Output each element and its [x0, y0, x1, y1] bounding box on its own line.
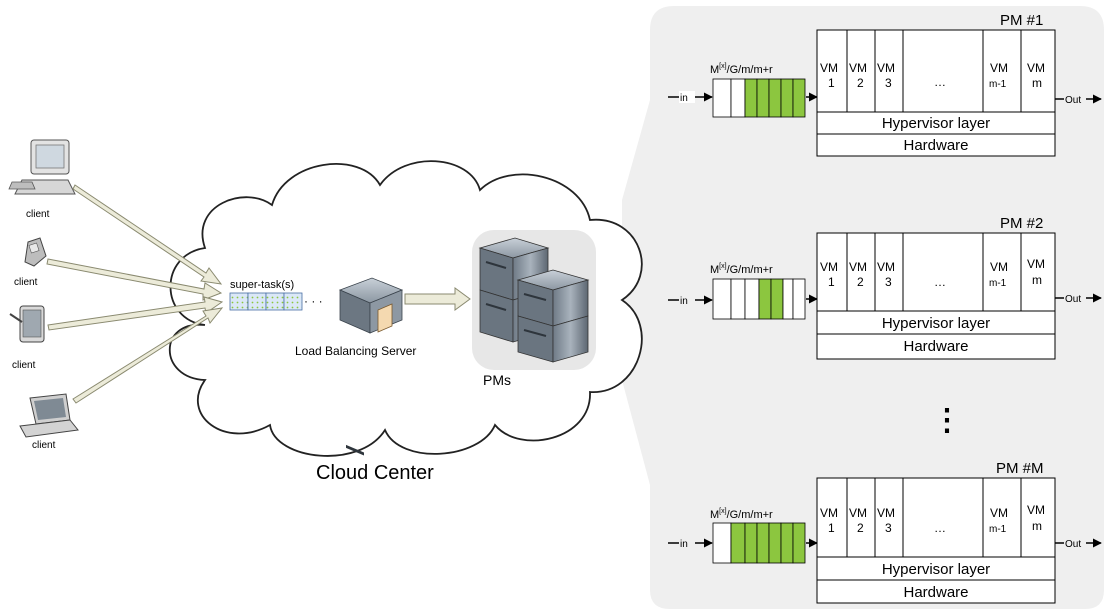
vm-label: VM: [1027, 61, 1045, 75]
hypervisor-label: Hypervisor layer: [882, 561, 990, 578]
load-balancer-label: Load Balancing Server: [295, 344, 416, 358]
queue-dots: · · ·: [304, 294, 323, 308]
super-task-queue: [229, 292, 303, 311]
server-rack-icon: [478, 237, 590, 363]
hardware-label: Hardware: [903, 338, 968, 355]
vm-ellipsis: …: [934, 275, 946, 289]
queue-notation: M[x]/G/m/m+r: [710, 63, 773, 76]
client-label: client: [14, 277, 38, 288]
vm-label: VM: [849, 506, 867, 520]
vm-ellipsis: …: [934, 75, 946, 89]
vm-index: m: [1032, 519, 1042, 533]
client-arrow: [47, 296, 224, 331]
vm-index: 2: [857, 521, 864, 535]
hardware-label: Hardware: [903, 137, 968, 154]
in-label: in: [680, 93, 688, 104]
pm-title: PM #2: [1000, 215, 1043, 232]
vm-label: VM: [849, 260, 867, 274]
pm-block-1: PM #1 M[x]/G/m/m+r in VM 1 VM 2 VM 3 … V…: [668, 12, 1102, 157]
out-label: Out: [1065, 95, 1081, 106]
vm-label: VM: [877, 506, 895, 520]
queue-notation: M[x]/G/m/m+r: [710, 508, 773, 521]
vm-label: VM: [877, 61, 895, 75]
vm-label: VM: [990, 260, 1008, 274]
hypervisor-label: Hypervisor layer: [882, 115, 990, 132]
vm-label: VM: [990, 61, 1008, 75]
vm-label: VM: [1027, 503, 1045, 517]
pm-box: [816, 232, 1056, 360]
client-label: client: [32, 440, 56, 451]
queue-buffer: [712, 278, 806, 320]
client-arrow: [72, 184, 223, 285]
in-label: in: [680, 296, 688, 307]
in-label: in: [680, 539, 688, 550]
tablet-icon: [9, 305, 45, 343]
pm-title: PM #1: [1000, 12, 1043, 29]
mobile-phone-icon: [24, 237, 47, 267]
pms-label: PMs: [483, 372, 511, 388]
client-label: client: [12, 360, 36, 371]
vm-index: m: [1032, 273, 1042, 287]
hardware-label: Hardware: [903, 584, 968, 601]
client-arrow: [46, 258, 223, 301]
vm-index: 3: [885, 521, 892, 535]
vm-index: 3: [885, 275, 892, 289]
cloud-center-title: Cloud Center: [316, 462, 434, 484]
out-label: Out: [1065, 294, 1081, 305]
super-task-label: super-task(s): [230, 279, 294, 291]
pm-block-2: PM #2 M[x]/G/m/m+r in VM 1 VM 2 VM 3 … V…: [668, 215, 1102, 360]
vm-label: VM: [820, 506, 838, 520]
vm-index: 3: [885, 76, 892, 90]
vm-index: 1: [828, 521, 835, 535]
desktop-computer-icon: [8, 139, 76, 195]
hypervisor-label: Hypervisor layer: [882, 315, 990, 332]
vm-label: VM: [877, 260, 895, 274]
vm-index: m-1: [989, 278, 1007, 289]
vm-ellipsis: …: [934, 521, 946, 535]
queue-notation: M[x]/G/m/m+r: [710, 263, 773, 276]
queue-buffer: [712, 78, 806, 118]
dispatch-arrow: [404, 287, 471, 311]
vm-index: 2: [857, 275, 864, 289]
vm-index: m: [1032, 76, 1042, 90]
vm-index: 1: [828, 275, 835, 289]
vm-index: 2: [857, 76, 864, 90]
out-label: Out: [1065, 539, 1081, 550]
pm-box: [816, 477, 1056, 604]
client-label: client: [26, 209, 50, 220]
laptop-icon: [19, 393, 79, 438]
client-arrow: [72, 307, 224, 404]
pm-block-m: PM #M M[x]/G/m/m+r in VM 1 VM 2 VM 3 … V…: [668, 460, 1102, 604]
queue-buffer: [712, 522, 806, 564]
more-pms-ellipsis: ⋮: [932, 404, 962, 437]
vm-label: VM: [849, 61, 867, 75]
vm-label: VM: [1027, 257, 1045, 271]
vm-index: m-1: [989, 79, 1007, 90]
vm-label: VM: [820, 260, 838, 274]
pm-box: [816, 29, 1056, 157]
vm-index: 1: [828, 76, 835, 90]
pm-title: PM #M: [996, 460, 1044, 477]
vm-index: m-1: [989, 524, 1007, 535]
client-request-arrows: [46, 184, 224, 404]
vm-label: VM: [820, 61, 838, 75]
server-icon: [338, 277, 404, 456]
vm-label: VM: [990, 506, 1008, 520]
